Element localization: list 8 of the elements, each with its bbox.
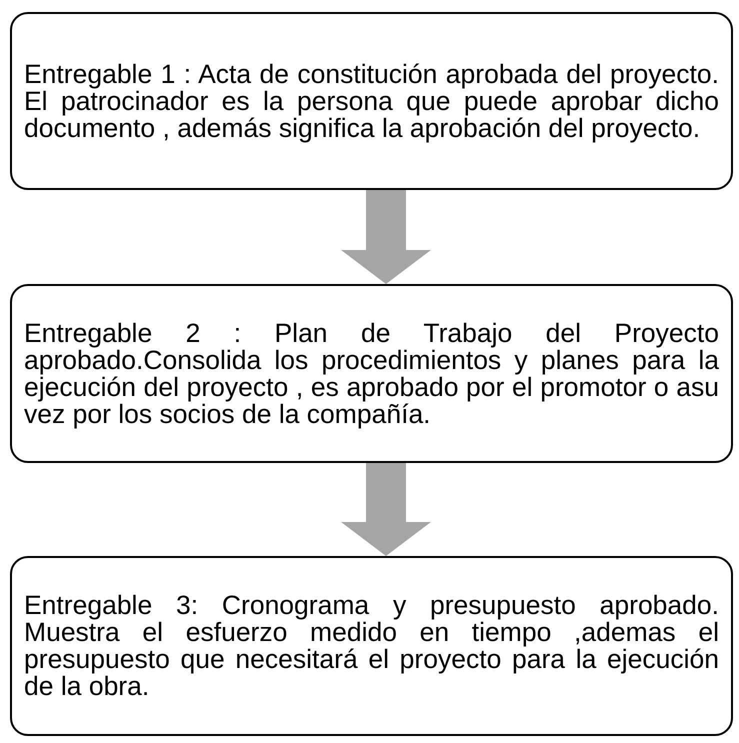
box-text: Entregable 2 : Plan de Trabajo del Proyecto aprobado.Consolida los procedimientos y planes para la ejecución del proyecto , es aprobado por el promotor o asu vez por los socios de la compañía. — [24, 320, 719, 428]
block-arrow — [341, 190, 431, 284]
box-text: Entregable 3: Cronograma y presupuesto aprobado. Muestra el esfuerzo medido en tiempo ,ademas el presupuesto que necesitará el proyecto para la ejecución de la obra. — [24, 592, 719, 700]
process-box — [10, 284, 733, 463]
box-text: Entregable 1 : Acta de constitución aprobada del proyecto. El patrocinador es la persona que puede aprobar dicho documento , además significa la aprobación del proyecto. — [24, 60, 719, 142]
block-arrow — [341, 463, 431, 556]
process-box — [10, 12, 733, 190]
process-box — [10, 556, 733, 736]
